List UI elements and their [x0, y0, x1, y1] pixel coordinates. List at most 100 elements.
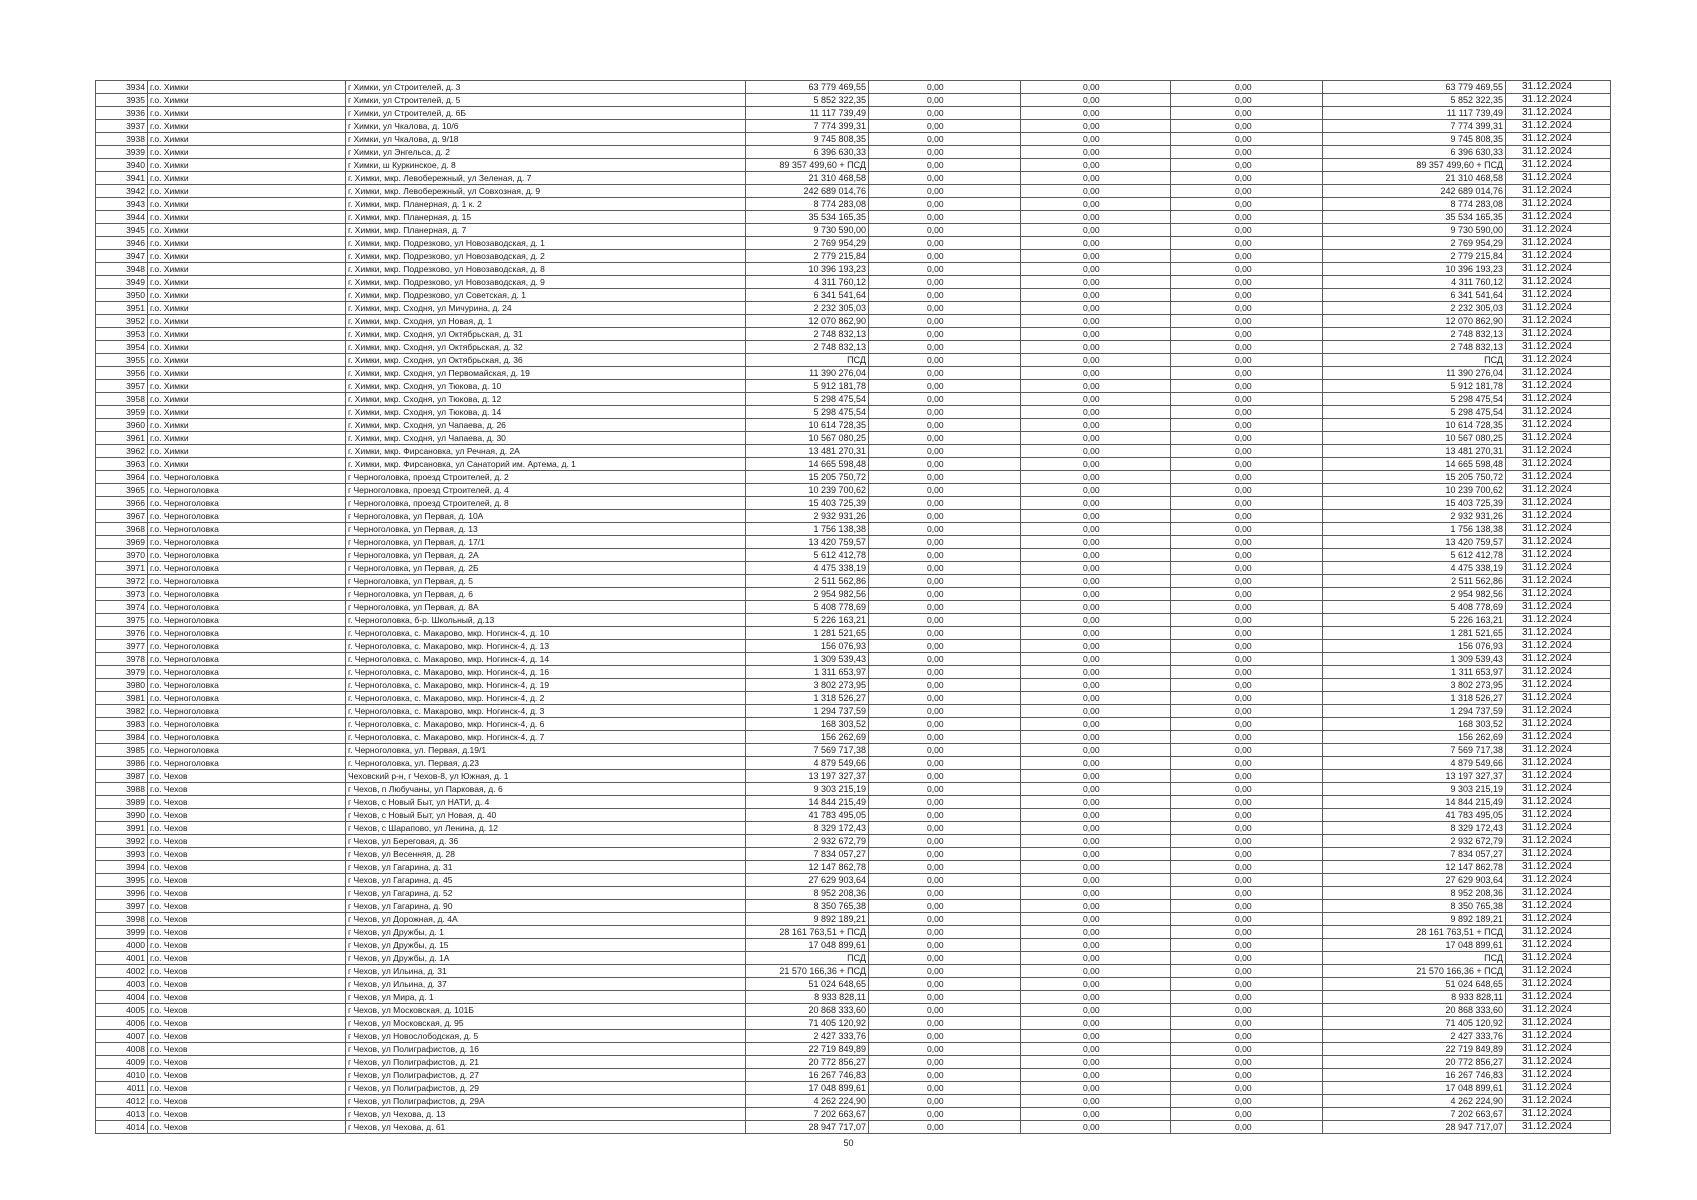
cell-value-c: 0,00 — [1170, 171, 1323, 185]
cell-value-a: 0,00 — [868, 327, 1021, 341]
cell-amount: 2 779 215,84 — [745, 249, 869, 263]
cell-value-a: 0,00 — [868, 145, 1021, 159]
cell-row-number: 3952 — [95, 314, 148, 328]
cell-amount: 2 769 954,29 — [745, 236, 869, 250]
cell-value-b: 0,00 — [1020, 1029, 1171, 1043]
cell-value-a: 0,00 — [868, 652, 1021, 666]
cell-value-c: 0,00 — [1170, 1029, 1323, 1043]
cell-value-b: 0,00 — [1020, 249, 1171, 263]
cell-municipality: г.о. Химки — [147, 366, 346, 380]
cell-address: г. Химки, мкр. Подрезково, ул Новозаводс… — [345, 249, 746, 263]
cell-row-number: 3986 — [95, 756, 148, 770]
cell-amount-total: 1 294 737,59 — [1322, 704, 1506, 718]
cell-municipality: г.о. Чехов — [147, 1055, 346, 1069]
cell-value-c: 0,00 — [1170, 912, 1323, 926]
cell-value-a: 0,00 — [868, 587, 1021, 601]
cell-date: 31.12.2024 — [1505, 964, 1611, 978]
cell-value-a: 0,00 — [868, 314, 1021, 328]
cell-amount-total: 9 745 808,35 — [1322, 132, 1506, 146]
cell-value-b: 0,00 — [1020, 119, 1171, 133]
cell-row-number: 4009 — [95, 1055, 148, 1069]
cell-amount: 10 567 080,25 — [745, 431, 869, 445]
cell-municipality: г.о. Химки — [147, 353, 346, 367]
cell-amount-total: ПСД — [1322, 951, 1506, 965]
cell-amount: 242 689 014,76 — [745, 184, 869, 198]
cell-amount-total: 12 070 862,90 — [1322, 314, 1506, 328]
cell-municipality: г.о. Чехов — [147, 847, 346, 861]
cell-date: 31.12.2024 — [1505, 496, 1611, 510]
cell-amount-total: 1 756 138,38 — [1322, 522, 1506, 536]
cell-amount: 1 294 737,59 — [745, 704, 869, 718]
cell-municipality: г.о. Чехов — [147, 795, 346, 809]
cell-date: 31.12.2024 — [1505, 1068, 1611, 1082]
cell-value-b: 0,00 — [1020, 1081, 1171, 1095]
cell-value-b: 0,00 — [1020, 925, 1171, 939]
cell-municipality: г.о. Чехов — [147, 912, 346, 926]
cell-value-c: 0,00 — [1170, 691, 1323, 705]
cell-row-number: 4001 — [95, 951, 148, 965]
cell-value-b: 0,00 — [1020, 405, 1171, 419]
cell-amount-total: 13 481 270,31 — [1322, 444, 1506, 458]
cell-date: 31.12.2024 — [1505, 899, 1611, 913]
cell-value-a: 0,00 — [868, 834, 1021, 848]
cell-municipality: г.о. Химки — [147, 158, 346, 172]
cell-value-c: 0,00 — [1170, 834, 1323, 848]
cell-row-number: 4008 — [95, 1042, 148, 1056]
cell-municipality: г.о. Химки — [147, 145, 346, 159]
cell-date: 31.12.2024 — [1505, 717, 1611, 731]
cell-amount: 1 309 539,43 — [745, 652, 869, 666]
cell-amount: 10 396 193,23 — [745, 262, 869, 276]
cell-value-c: 0,00 — [1170, 418, 1323, 432]
cell-value-b: 0,00 — [1020, 392, 1171, 406]
cell-value-a: 0,00 — [868, 366, 1021, 380]
cell-address: г Черноголовка, проезд Строителей, д. 4 — [345, 483, 746, 497]
cell-value-c: 0,00 — [1170, 327, 1323, 341]
cell-row-number: 4002 — [95, 964, 148, 978]
cell-value-b: 0,00 — [1020, 1042, 1171, 1056]
cell-row-number: 3951 — [95, 301, 148, 315]
cell-value-a: 0,00 — [868, 639, 1021, 653]
cell-address: г. Химки, мкр. Подрезково, ул Новозаводс… — [345, 236, 746, 250]
cell-value-c: 0,00 — [1170, 548, 1323, 562]
cell-amount-total: 2 932 931,26 — [1322, 509, 1506, 523]
cell-row-number: 4010 — [95, 1068, 148, 1082]
cell-date: 31.12.2024 — [1505, 938, 1611, 952]
cell-municipality: г.о. Химки — [147, 275, 346, 289]
cell-amount-total: 14 844 215,49 — [1322, 795, 1506, 809]
cell-row-number: 3999 — [95, 925, 148, 939]
cell-date: 31.12.2024 — [1505, 834, 1611, 848]
cell-date: 31.12.2024 — [1505, 379, 1611, 393]
cell-amount-total: 21 310 468,58 — [1322, 171, 1506, 185]
cell-date: 31.12.2024 — [1505, 821, 1611, 835]
cell-value-b: 0,00 — [1020, 912, 1171, 926]
cell-amount-total: 2 954 982,56 — [1322, 587, 1506, 601]
cell-amount-total: 156 262,69 — [1322, 730, 1506, 744]
cell-address: г Чехов, ул Дружбы, д. 1 — [345, 925, 746, 939]
cell-address: г. Черноголовка, ул. Первая, д.19/1 — [345, 743, 746, 757]
cell-amount: 1 756 138,38 — [745, 522, 869, 536]
cell-municipality: г.о. Химки — [147, 457, 346, 471]
cell-date: 31.12.2024 — [1505, 626, 1611, 640]
cell-value-a: 0,00 — [868, 509, 1021, 523]
cell-value-c: 0,00 — [1170, 223, 1323, 237]
cell-row-number: 4003 — [95, 977, 148, 991]
cell-value-b: 0,00 — [1020, 158, 1171, 172]
cell-municipality: г.о. Черноголовка — [147, 535, 346, 549]
cell-value-c: 0,00 — [1170, 1003, 1323, 1017]
cell-amount: 7 834 057,27 — [745, 847, 869, 861]
cell-value-c: 0,00 — [1170, 392, 1323, 406]
cell-amount-total: 7 834 057,27 — [1322, 847, 1506, 861]
cell-value-b: 0,00 — [1020, 1094, 1171, 1108]
